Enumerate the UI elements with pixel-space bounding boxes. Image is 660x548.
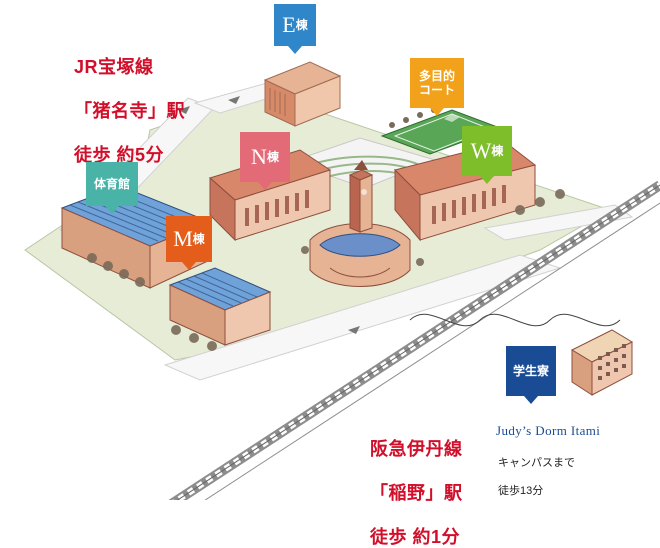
road-arrows — [178, 96, 360, 334]
dorm-name: Judy’s Dorm Itami — [496, 423, 601, 438]
dorm-line2: 徒歩13分 — [498, 485, 544, 497]
n-suffix: 棟 — [266, 150, 279, 164]
court-tag: 多目的 コート — [410, 58, 464, 108]
hankyu-walk: 徒歩 約1分 — [370, 527, 461, 547]
gym-label: 体育館 — [93, 177, 130, 191]
campus-map: JR宝塚線 「猪名寺」駅 徒歩 約5分 阪急伊丹線 「稲野」駅 徒歩 約1分 E… — [0, 0, 660, 500]
dorm-tag: 学生寮 — [506, 346, 556, 396]
m-label: M — [173, 226, 193, 251]
dorm-building — [570, 329, 634, 396]
railway — [167, 180, 660, 511]
trees — [87, 189, 565, 351]
e-suffix: 棟 — [295, 18, 308, 32]
court-label: 多目的 コート — [418, 69, 455, 97]
w-suffix: 棟 — [491, 144, 504, 158]
jr-station: 「猪名寺」駅 — [74, 101, 185, 121]
boundary-wave — [409, 313, 621, 327]
w-label: W — [470, 138, 492, 163]
gym-tag: 体育館 — [86, 162, 138, 206]
m-building — [168, 267, 272, 346]
hankyu-station: 「稲野」駅 — [370, 483, 463, 503]
jr-line: JR宝塚線 — [74, 57, 154, 77]
m-suffix: 棟 — [192, 232, 205, 246]
hankyu-station-text: 阪急伊丹線 「稲野」駅 徒歩 約1分 — [370, 416, 463, 548]
dorm-line1: キャンパスまで — [498, 457, 575, 469]
jr-walk: 徒歩 約5分 — [74, 145, 165, 165]
n-label: N — [251, 144, 267, 169]
hankyu-line: 阪急伊丹線 — [370, 439, 463, 459]
road-right — [483, 204, 634, 241]
dorm-walk-info: キャンパスまで 徒歩13分 — [498, 442, 575, 498]
jr-station-text: JR宝塚線 「猪名寺」駅 徒歩 約5分 — [74, 34, 185, 166]
e-label: E — [282, 12, 296, 37]
dorm-label: 学生寮 — [512, 364, 549, 378]
e-building — [263, 61, 342, 127]
